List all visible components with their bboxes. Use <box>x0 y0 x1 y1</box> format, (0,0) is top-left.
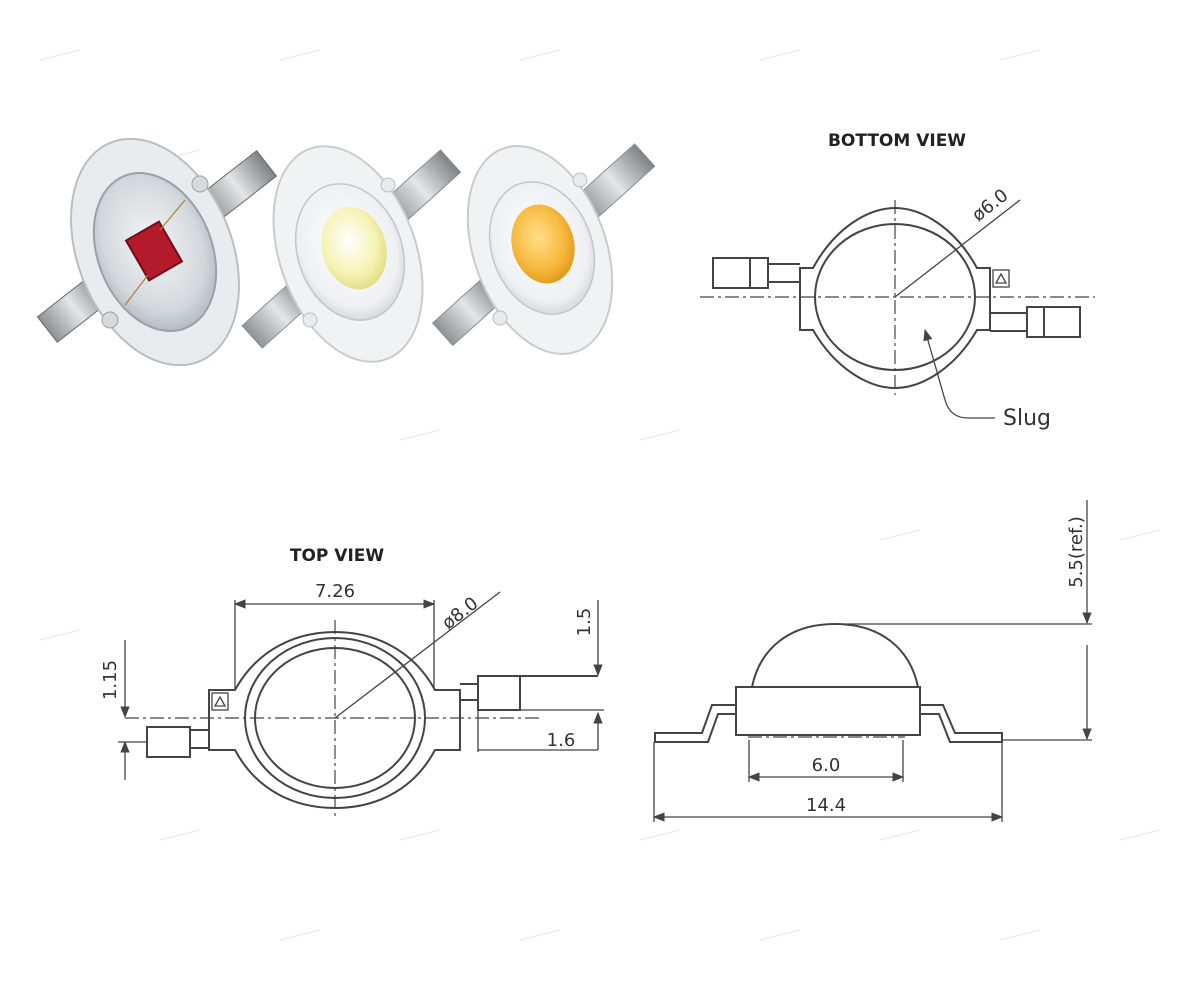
white-led-photo <box>241 145 462 363</box>
top-view-right-bottom-label: 1.6 <box>547 730 576 751</box>
bottom-view-title: BOTTOM VIEW <box>828 131 966 151</box>
side-view-total-label: 14.4 <box>806 795 846 816</box>
red-led-photo <box>36 137 278 367</box>
side-view-base-label: 6.0 <box>812 755 841 776</box>
side-view-drawing: 5.5(ref.) 6.0 14.4 <box>652 500 1092 822</box>
top-view-right-top-label: 1.5 <box>574 608 595 637</box>
top-view-left-dimension-label: 1.15 <box>100 660 121 700</box>
top-view-width-label: 7.26 <box>315 581 355 602</box>
bottom-view-diameter-label: ø6.0 <box>968 185 1012 226</box>
top-view-title: TOP VIEW <box>290 546 385 566</box>
top-view-drawing: TOP VIEW 7.26 ø8.0 1.15 <box>100 546 604 820</box>
slug-label: Slug <box>1003 406 1051 431</box>
top-view-diameter-label: ø8.0 <box>438 593 482 634</box>
side-view-height-label: 5.5(ref.) <box>1066 516 1087 588</box>
bottom-view-drawing: BOTTOM VIEW ø6.0 Slug <box>700 131 1095 431</box>
warm-white-led-photo <box>431 143 656 355</box>
